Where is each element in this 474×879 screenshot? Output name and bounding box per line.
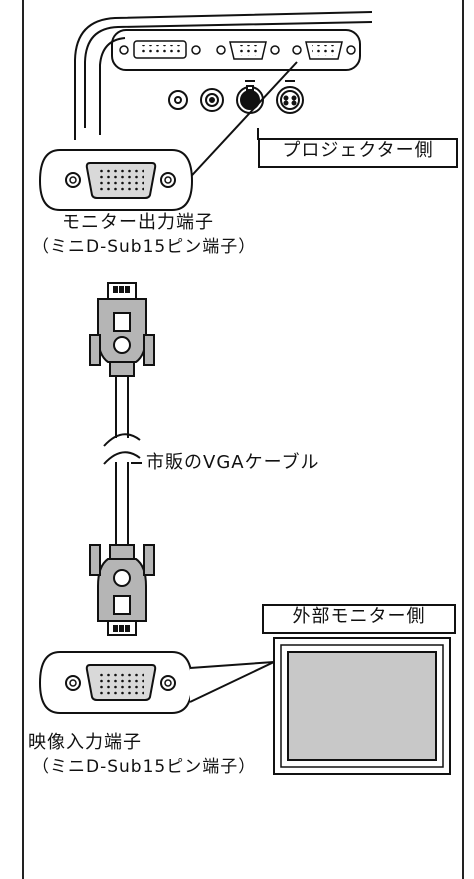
monitor-pointer-wedge xyxy=(189,661,275,703)
projector-side-label: プロジェクター側 xyxy=(258,138,458,168)
monitor-out-label: モニター出力端子 xyxy=(62,212,214,233)
projector-rear-panel xyxy=(74,11,373,140)
vga-monitor-out-port-icon xyxy=(292,41,356,60)
cable-label: 市販のVGAケーブル xyxy=(146,452,320,473)
external-monitor-icon xyxy=(273,637,451,775)
page-border-left xyxy=(22,0,24,879)
monitor-out-connector-zoom xyxy=(38,149,194,211)
vga-cable-top-plug xyxy=(89,282,155,377)
video-in-label: 映像入力端子 xyxy=(28,732,142,753)
audio-video-jacks-icon xyxy=(168,80,304,114)
monitor-out-sublabel: （ミニD-Sub15ピン端子） xyxy=(32,237,257,257)
video-in-sublabel: （ミニD-Sub15ピン端子） xyxy=(32,757,257,777)
vga-cable-bottom-plug xyxy=(89,544,155,636)
dvi-port-icon xyxy=(119,40,201,59)
page-border-right xyxy=(462,0,464,879)
vga-port-1-icon xyxy=(216,41,280,60)
external-monitor-side-label: 外部モニター側 xyxy=(262,604,456,634)
projector-port-leader-line xyxy=(182,61,298,186)
vga-cable-wire xyxy=(103,376,141,545)
video-in-connector-zoom xyxy=(38,651,194,714)
